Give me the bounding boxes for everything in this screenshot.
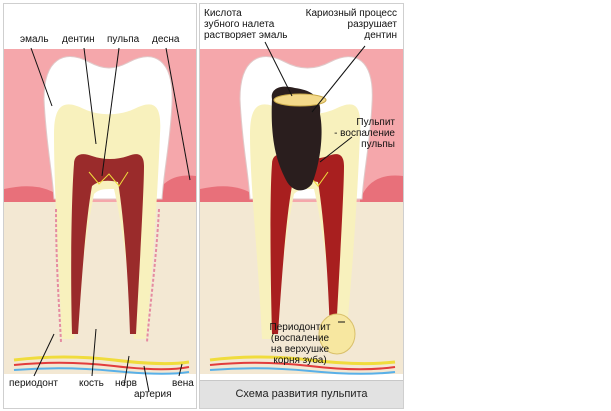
periodontium-right bbox=[146, 208, 160, 343]
label-caries-line1: Кариозный процесс bbox=[305, 8, 397, 19]
label-gum: десна bbox=[152, 34, 180, 45]
label-caries-line2: разрушает bbox=[347, 19, 397, 30]
label-perio-line2: (воспаление bbox=[270, 333, 330, 344]
label-nerve: нерв bbox=[115, 378, 137, 389]
label-perio-line4: корня зуба) bbox=[273, 355, 327, 366]
caption-bar: Схема развития пульпита bbox=[200, 380, 403, 408]
vein-line bbox=[209, 367, 396, 375]
label-enamel: эмаль bbox=[20, 34, 49, 45]
label-bone: кость bbox=[79, 378, 104, 389]
caption: Схема развития пульпита bbox=[235, 388, 368, 400]
pulpitis-tooth-illustration bbox=[200, 4, 403, 382]
label-acid-line1: Кислота bbox=[204, 8, 242, 19]
label-artery: артерия bbox=[134, 389, 172, 400]
healthy-tooth-panel: эмаль дентин пульпа десна периодонт кост… bbox=[3, 3, 197, 409]
label-pulpitis-line2: - воспаление bbox=[334, 128, 395, 139]
periodontium-left bbox=[55, 208, 62, 343]
nerve-line bbox=[13, 355, 190, 366]
apical-abscess bbox=[318, 313, 356, 355]
pulpitis-tooth-panel: Кислота зубного налета растворяет эмаль … bbox=[199, 3, 404, 409]
pulp-shape bbox=[71, 154, 144, 334]
plaque-acid bbox=[273, 93, 327, 107]
artery-line bbox=[13, 361, 190, 371]
bone bbox=[4, 202, 196, 374]
bone bbox=[200, 202, 403, 374]
label-perio-line3: на верхушке bbox=[270, 344, 330, 355]
label-vein: вена bbox=[172, 378, 194, 389]
label-periodontium: периодонт bbox=[9, 378, 58, 389]
label-dentin: дентин bbox=[62, 34, 95, 45]
label-pulpitis-line3: пульпы bbox=[361, 139, 395, 150]
label-acid-line2: зубного налета bbox=[204, 19, 275, 30]
healthy-tooth-illustration bbox=[4, 4, 196, 408]
label-caries-line3: дентин bbox=[364, 30, 397, 41]
artery-line bbox=[209, 361, 396, 371]
label-pulp: пульпа bbox=[107, 34, 140, 45]
nerve-line bbox=[209, 355, 396, 366]
caries-lesion bbox=[271, 86, 322, 191]
label-perio-line1: Периодонтит bbox=[269, 322, 331, 333]
vein-line bbox=[13, 367, 190, 375]
pulp-nerves bbox=[88, 171, 129, 187]
label-acid-line3: растворяет эмаль bbox=[204, 30, 288, 41]
inflamed-pulp-shape bbox=[270, 154, 344, 334]
label-pulpitis-line1: Пульпит bbox=[356, 117, 395, 128]
